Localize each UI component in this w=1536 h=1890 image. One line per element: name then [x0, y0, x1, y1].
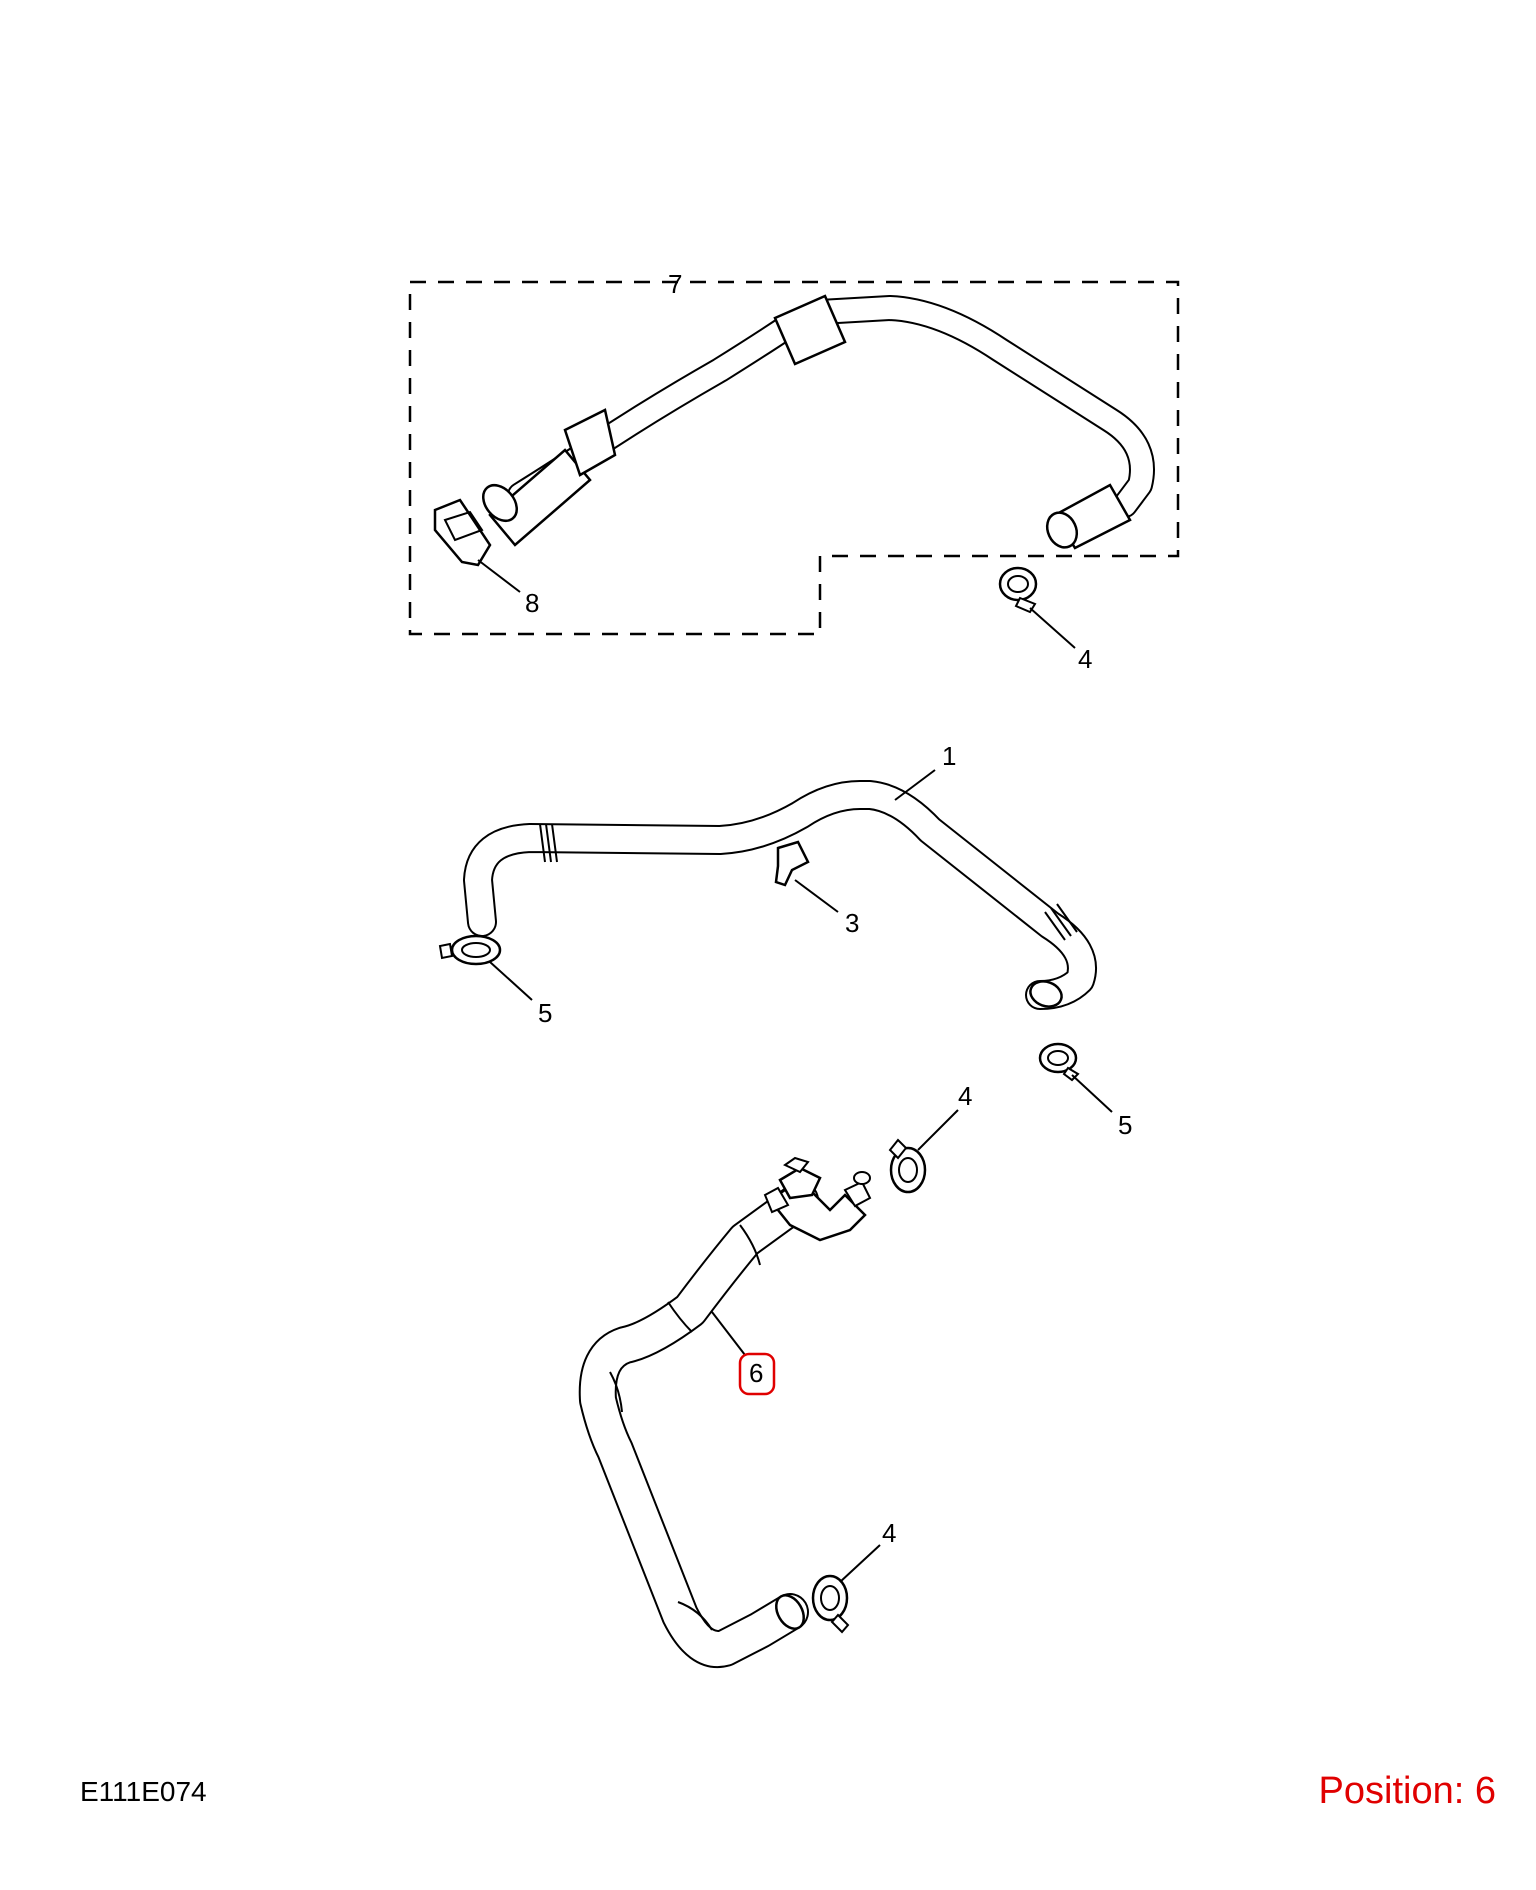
diagram-code: E111E074 — [80, 1776, 207, 1807]
leader-6 — [711, 1311, 746, 1356]
leader-5-left — [489, 961, 533, 1001]
callout-7[interactable]: 7 — [668, 269, 682, 299]
callout-8[interactable]: 8 — [525, 588, 539, 618]
clip-part-8[interactable] — [433, 498, 492, 567]
position-label: Position: 6 — [1318, 1770, 1496, 1812]
callout-5-right[interactable]: 5 — [1118, 1110, 1132, 1140]
highlight-box-6 — [738, 1352, 776, 1396]
clamp-part-4-top[interactable] — [998, 566, 1038, 614]
clip-part-3[interactable] — [774, 840, 810, 887]
leader-3 — [794, 879, 839, 913]
leader-5-right — [1071, 1074, 1113, 1113]
callout-4-top[interactable]: 4 — [1078, 644, 1092, 674]
hose-part-7[interactable] — [476, 294, 1155, 552]
clamp-part-5-left[interactable] — [438, 934, 502, 966]
callout-5-left[interactable]: 5 — [538, 998, 552, 1028]
leader-4-mid — [917, 1109, 959, 1151]
callout-4-bottom[interactable]: 4 — [882, 1518, 896, 1548]
clamp-part-4-bottom[interactable] — [811, 1574, 850, 1634]
callout-1[interactable]: 1 — [942, 741, 956, 771]
leader-8 — [477, 559, 521, 593]
clamp-part-4-mid[interactable] — [888, 1138, 927, 1194]
kit-boundary-dashed — [408, 280, 1180, 636]
hose-part-1[interactable] — [463, 780, 1097, 1011]
leader-4-top — [1029, 607, 1076, 649]
clamp-part-5-right[interactable] — [1038, 1042, 1080, 1082]
leader-1 — [894, 769, 936, 801]
hose-part-6[interactable] — [578, 1156, 872, 1668]
callout-6[interactable]: 6 — [749, 1358, 763, 1388]
leader-4-bottom — [839, 1544, 881, 1583]
callout-4-mid[interactable]: 4 — [958, 1081, 972, 1111]
callout-3[interactable]: 3 — [845, 908, 859, 938]
